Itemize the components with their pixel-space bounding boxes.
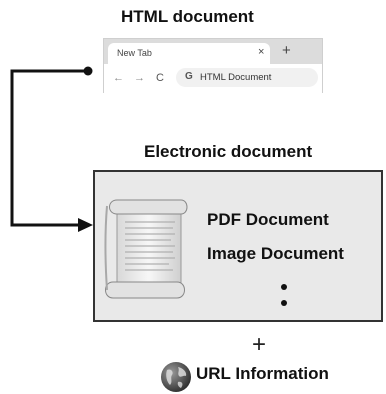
arrow-head-icon (78, 218, 93, 232)
pdf-document-label: PDF Document (207, 210, 329, 229)
ellipsis-dot (281, 284, 287, 290)
browser-tab[interactable]: New Tab × (108, 43, 270, 64)
scroll-document-icon (104, 199, 188, 299)
electronic-document-panel: PDF Document Image Document (93, 170, 383, 322)
reload-icon[interactable]: C (156, 72, 164, 84)
forward-icon[interactable]: → (134, 72, 145, 84)
close-tab-icon[interactable]: × (258, 46, 265, 58)
ellipsis-dot (281, 300, 287, 306)
connector-line (10, 69, 88, 227)
globe-icon (161, 362, 191, 392)
image-document-label: Image Document (207, 244, 344, 263)
address-bar[interactable]: G HTML Document (176, 68, 318, 87)
address-text: HTML Document (200, 72, 272, 83)
browser-toolbar: ← → C G HTML Document (104, 64, 322, 93)
tab-title: New Tab (117, 48, 152, 58)
back-icon[interactable]: ← (113, 72, 124, 84)
new-tab-button[interactable]: + (282, 42, 291, 59)
plus-sign: + (252, 331, 267, 358)
electronic-document-heading: Electronic document (144, 142, 313, 161)
google-icon: G (185, 71, 193, 82)
tab-bar: New Tab × + (104, 39, 322, 64)
url-information-label: URL Information (196, 364, 329, 383)
browser-window: New Tab × + ← → C G HTML Document (103, 38, 323, 93)
html-document-heading: HTML document (121, 7, 254, 26)
